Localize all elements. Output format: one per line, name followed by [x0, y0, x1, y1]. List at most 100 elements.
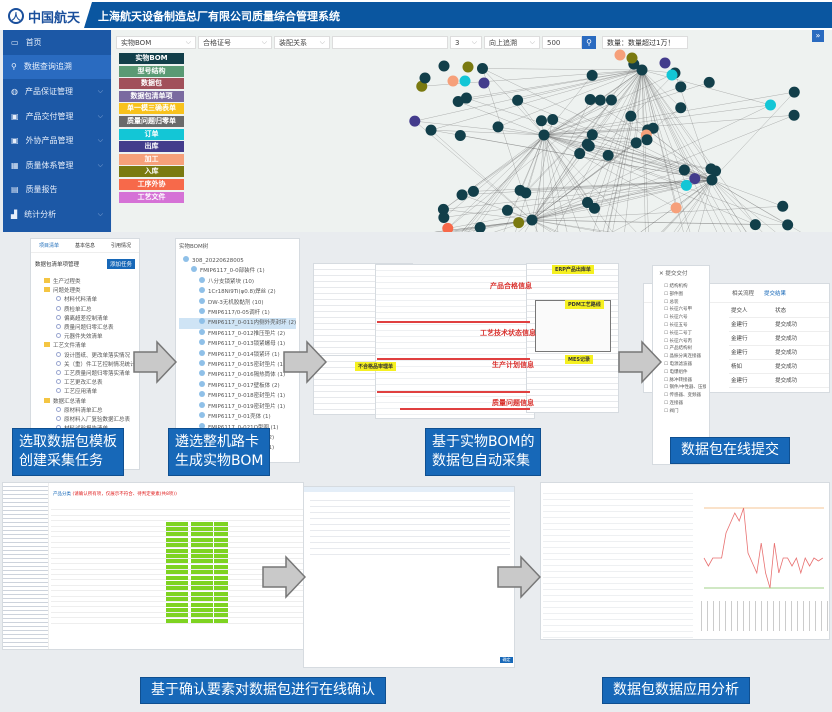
- deliverable-node[interactable]: ☐ 长征六号丙: [656, 338, 706, 346]
- graph-node[interactable]: [647, 122, 659, 134]
- graph-node[interactable]: [586, 129, 598, 141]
- deliverable-node[interactable]: ☐ 传感器、变频器: [656, 392, 706, 400]
- graph-node[interactable]: [605, 94, 617, 106]
- graph-node[interactable]: [625, 110, 637, 122]
- checkbox[interactable]: ☐: [664, 354, 670, 360]
- tree-node[interactable]: 材料代料清单: [34, 296, 136, 305]
- graph-node[interactable]: [777, 200, 789, 212]
- graph-node[interactable]: [462, 61, 474, 73]
- template-tab[interactable]: 基本信息: [74, 243, 95, 249]
- legend-tag[interactable]: 工艺文件: [119, 191, 184, 203]
- legend-tag[interactable]: 型号结构: [119, 65, 184, 77]
- tree-node[interactable]: 工艺文件清单: [34, 342, 136, 351]
- bom-node[interactable]: FMIP6117_0-0部装件 (1): [179, 266, 296, 276]
- graph-node[interactable]: [765, 99, 777, 111]
- depth-select[interactable]: 3⌵: [450, 36, 482, 49]
- bom-node[interactable]: FMIP6117_0-019密封垫片 (1): [179, 401, 296, 412]
- deliverable-node[interactable]: ☐ 钢件/中性器、压接器: [656, 384, 706, 392]
- bom-node[interactable]: FMIP6117_0-011内侧外壳封环 (2): [179, 318, 296, 329]
- limit-input[interactable]: 500: [542, 36, 582, 49]
- tree-node[interactable]: 质量问题归零汇总表: [34, 324, 136, 333]
- bom-node[interactable]: DW-3无机胶黏剂 (10): [179, 297, 296, 308]
- graph-node[interactable]: [788, 109, 800, 121]
- graph-node[interactable]: [419, 72, 431, 84]
- graph-node[interactable]: [476, 63, 488, 75]
- deliverable-node[interactable]: ☐ 长征二号丁: [656, 330, 706, 338]
- result-tab[interactable]: 相关流程: [732, 291, 755, 297]
- template-tab[interactable]: 引用情况: [110, 243, 131, 249]
- graph-node[interactable]: [574, 148, 586, 160]
- tree-node[interactable]: 工艺更改汇总表: [34, 379, 136, 388]
- tree-node[interactable]: 关（重）件工艺控制情况统计表工艺清单: [34, 360, 136, 370]
- graph-node[interactable]: [703, 76, 715, 88]
- legend-tag[interactable]: 出库: [119, 141, 184, 153]
- graph-node[interactable]: [409, 115, 421, 127]
- sidebar-item[interactable]: ⚲数据查询追溯: [3, 54, 111, 80]
- checkbox[interactable]: ☐: [664, 393, 670, 399]
- legend-tag[interactable]: 实物BOM: [119, 53, 184, 64]
- deliverable-node[interactable]: ☐ 晶振分离连接器: [656, 353, 706, 361]
- deliverable-node[interactable]: ☐ 长征六号甲: [656, 306, 706, 314]
- tree-node[interactable]: 偏离超差控制清单: [34, 314, 136, 324]
- graph-node[interactable]: [425, 124, 437, 136]
- graph-node[interactable]: [474, 222, 486, 232]
- checkbox[interactable]: ☐: [664, 291, 670, 297]
- bom-node[interactable]: FMIP6117_0-015密封垫片 (1): [179, 360, 296, 370]
- search-button[interactable]: ⚲: [582, 36, 596, 49]
- graph-node[interactable]: [459, 75, 471, 87]
- graph-node[interactable]: [589, 202, 601, 214]
- legend-tag[interactable]: 加工: [119, 153, 184, 165]
- legend-tag[interactable]: 工序外协: [119, 179, 184, 190]
- expand-button[interactable]: »: [812, 30, 824, 42]
- checkbox[interactable]: ☐: [664, 299, 670, 305]
- tree-node[interactable]: 生产过程类: [34, 278, 136, 287]
- tree-node[interactable]: 质检单汇总: [34, 305, 136, 315]
- graph-node[interactable]: [581, 138, 593, 150]
- deliverable-node[interactable]: ☐ 部件图: [656, 291, 706, 299]
- deliverable-node[interactable]: ☐ 电源滤波器: [656, 361, 706, 369]
- graph-node[interactable]: [594, 94, 606, 106]
- graph-node[interactable]: [452, 95, 464, 107]
- graph-node[interactable]: [454, 130, 466, 142]
- graph-node[interactable]: [526, 214, 538, 226]
- graph-node[interactable]: [678, 164, 690, 176]
- legend-tag[interactable]: 单一模三确表单: [119, 103, 184, 115]
- bom-node[interactable]: FMIP6117_0-014锁紧环 (1): [179, 349, 296, 360]
- graph-node[interactable]: [514, 184, 526, 196]
- legend-tag[interactable]: 质量问题归零单: [119, 116, 184, 127]
- tree-node[interactable]: 工艺应用清单: [34, 388, 136, 397]
- graph-node[interactable]: [666, 69, 678, 81]
- graph-node[interactable]: [630, 137, 642, 149]
- tree-node[interactable]: 工艺质量问题归零落实清单: [34, 370, 136, 379]
- graph-node[interactable]: [438, 211, 450, 223]
- graph-node[interactable]: [501, 204, 513, 216]
- confirm-button[interactable]: 确定: [500, 657, 513, 663]
- graph-node[interactable]: [547, 114, 559, 126]
- graph-node[interactable]: [460, 92, 472, 104]
- tree-node[interactable]: 数据汇总清单: [34, 397, 136, 407]
- graph-node[interactable]: [788, 86, 800, 98]
- sidebar-item[interactable]: ▦质量体系管理⌵: [3, 153, 111, 178]
- graph-node[interactable]: [442, 222, 454, 232]
- checkbox[interactable]: ☐: [664, 330, 670, 336]
- graph-node[interactable]: [675, 81, 687, 93]
- graph-node[interactable]: [478, 77, 490, 89]
- bom-node[interactable]: FMIP6117_0-016隔热筒体 (1): [179, 370, 296, 380]
- deliverable-node[interactable]: ☐ 长征六号: [656, 314, 706, 322]
- graph-node[interactable]: [513, 217, 525, 229]
- bom-node[interactable]: FMIP6117_0-01壳体 (1): [179, 412, 296, 422]
- bom-node[interactable]: FMIP6117_0-013锁紧螺母 (1): [179, 339, 296, 349]
- graph-node[interactable]: [438, 60, 450, 72]
- graph-node[interactable]: [689, 173, 701, 185]
- tree-node[interactable]: 元器件失效清单: [34, 333, 136, 342]
- checkbox[interactable]: ☐: [664, 315, 670, 321]
- checkbox[interactable]: ☐: [664, 408, 670, 414]
- graph-node[interactable]: [641, 134, 653, 146]
- checkbox[interactable]: ☐: [664, 322, 670, 328]
- graph-node[interactable]: [636, 64, 648, 76]
- graph-node[interactable]: [447, 75, 459, 87]
- graph-node[interactable]: [467, 185, 479, 197]
- deliverable-node[interactable]: ☐ 脉冲转接器: [656, 377, 706, 385]
- type-select[interactable]: 实物BOM⌵: [116, 36, 196, 49]
- graph-node[interactable]: [584, 94, 596, 106]
